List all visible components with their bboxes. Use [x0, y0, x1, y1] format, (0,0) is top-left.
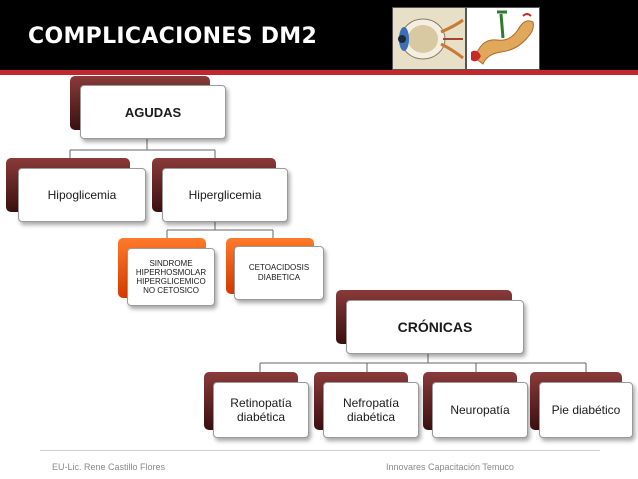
node-hiperglicemia-label: Hiperglicemia	[188, 188, 262, 202]
node-cetoacidosis: CETOACIDOSIS DIABETICA	[226, 238, 326, 302]
footer-author: EU-Lic. Rene Castillo Flores	[52, 462, 166, 472]
node-agudas-label: AGUDAS	[124, 104, 182, 120]
node-neuropatia: Neuropatía	[423, 372, 529, 440]
node-retinopatia-label: Retinopatía diabética	[230, 396, 292, 424]
eye-illustration	[392, 7, 466, 70]
footer-organization: Innovares Capacitación Temuco	[386, 462, 514, 472]
node-hiperglicemia: Hiperglicemia	[152, 158, 288, 224]
node-pie-label: Pie diabético	[551, 403, 621, 417]
node-cronicas: CRÓNICAS	[336, 290, 526, 356]
node-pie-diabetico: Pie diabético	[530, 372, 634, 440]
node-nefropatia-label: Nefropatía diabética	[342, 396, 400, 424]
slide-title: COMPLICACIONES DM2	[28, 24, 318, 49]
node-nefropatia: Nefropatía diabética	[314, 372, 420, 440]
node-cronicas-label: CRÓNICAS	[397, 319, 473, 335]
header-accent-stripe	[0, 70, 638, 75]
node-sindrome-label: SINDROME HIPERHOSMOLAR HIPERGLICEMICO NO…	[135, 259, 207, 295]
node-hipoglicemia: Hipoglicemia	[6, 158, 146, 224]
header-bar: COMPLICACIONES DM2	[0, 0, 638, 70]
pancreas-illustration	[466, 7, 540, 70]
node-sindrome: SINDROME HIPERHOSMOLAR HIPERGLICEMICO NO…	[118, 238, 216, 308]
node-cetoacidosis-label: CETOACIDOSIS DIABETICA	[248, 263, 310, 282]
node-agudas: AGUDAS	[70, 76, 228, 140]
node-retinopatia: Retinopatía diabética	[204, 372, 310, 440]
node-neuropatia-label: Neuropatía	[450, 403, 510, 417]
node-hipoglicemia-label: Hipoglicemia	[47, 188, 117, 202]
footer-divider	[40, 450, 600, 451]
